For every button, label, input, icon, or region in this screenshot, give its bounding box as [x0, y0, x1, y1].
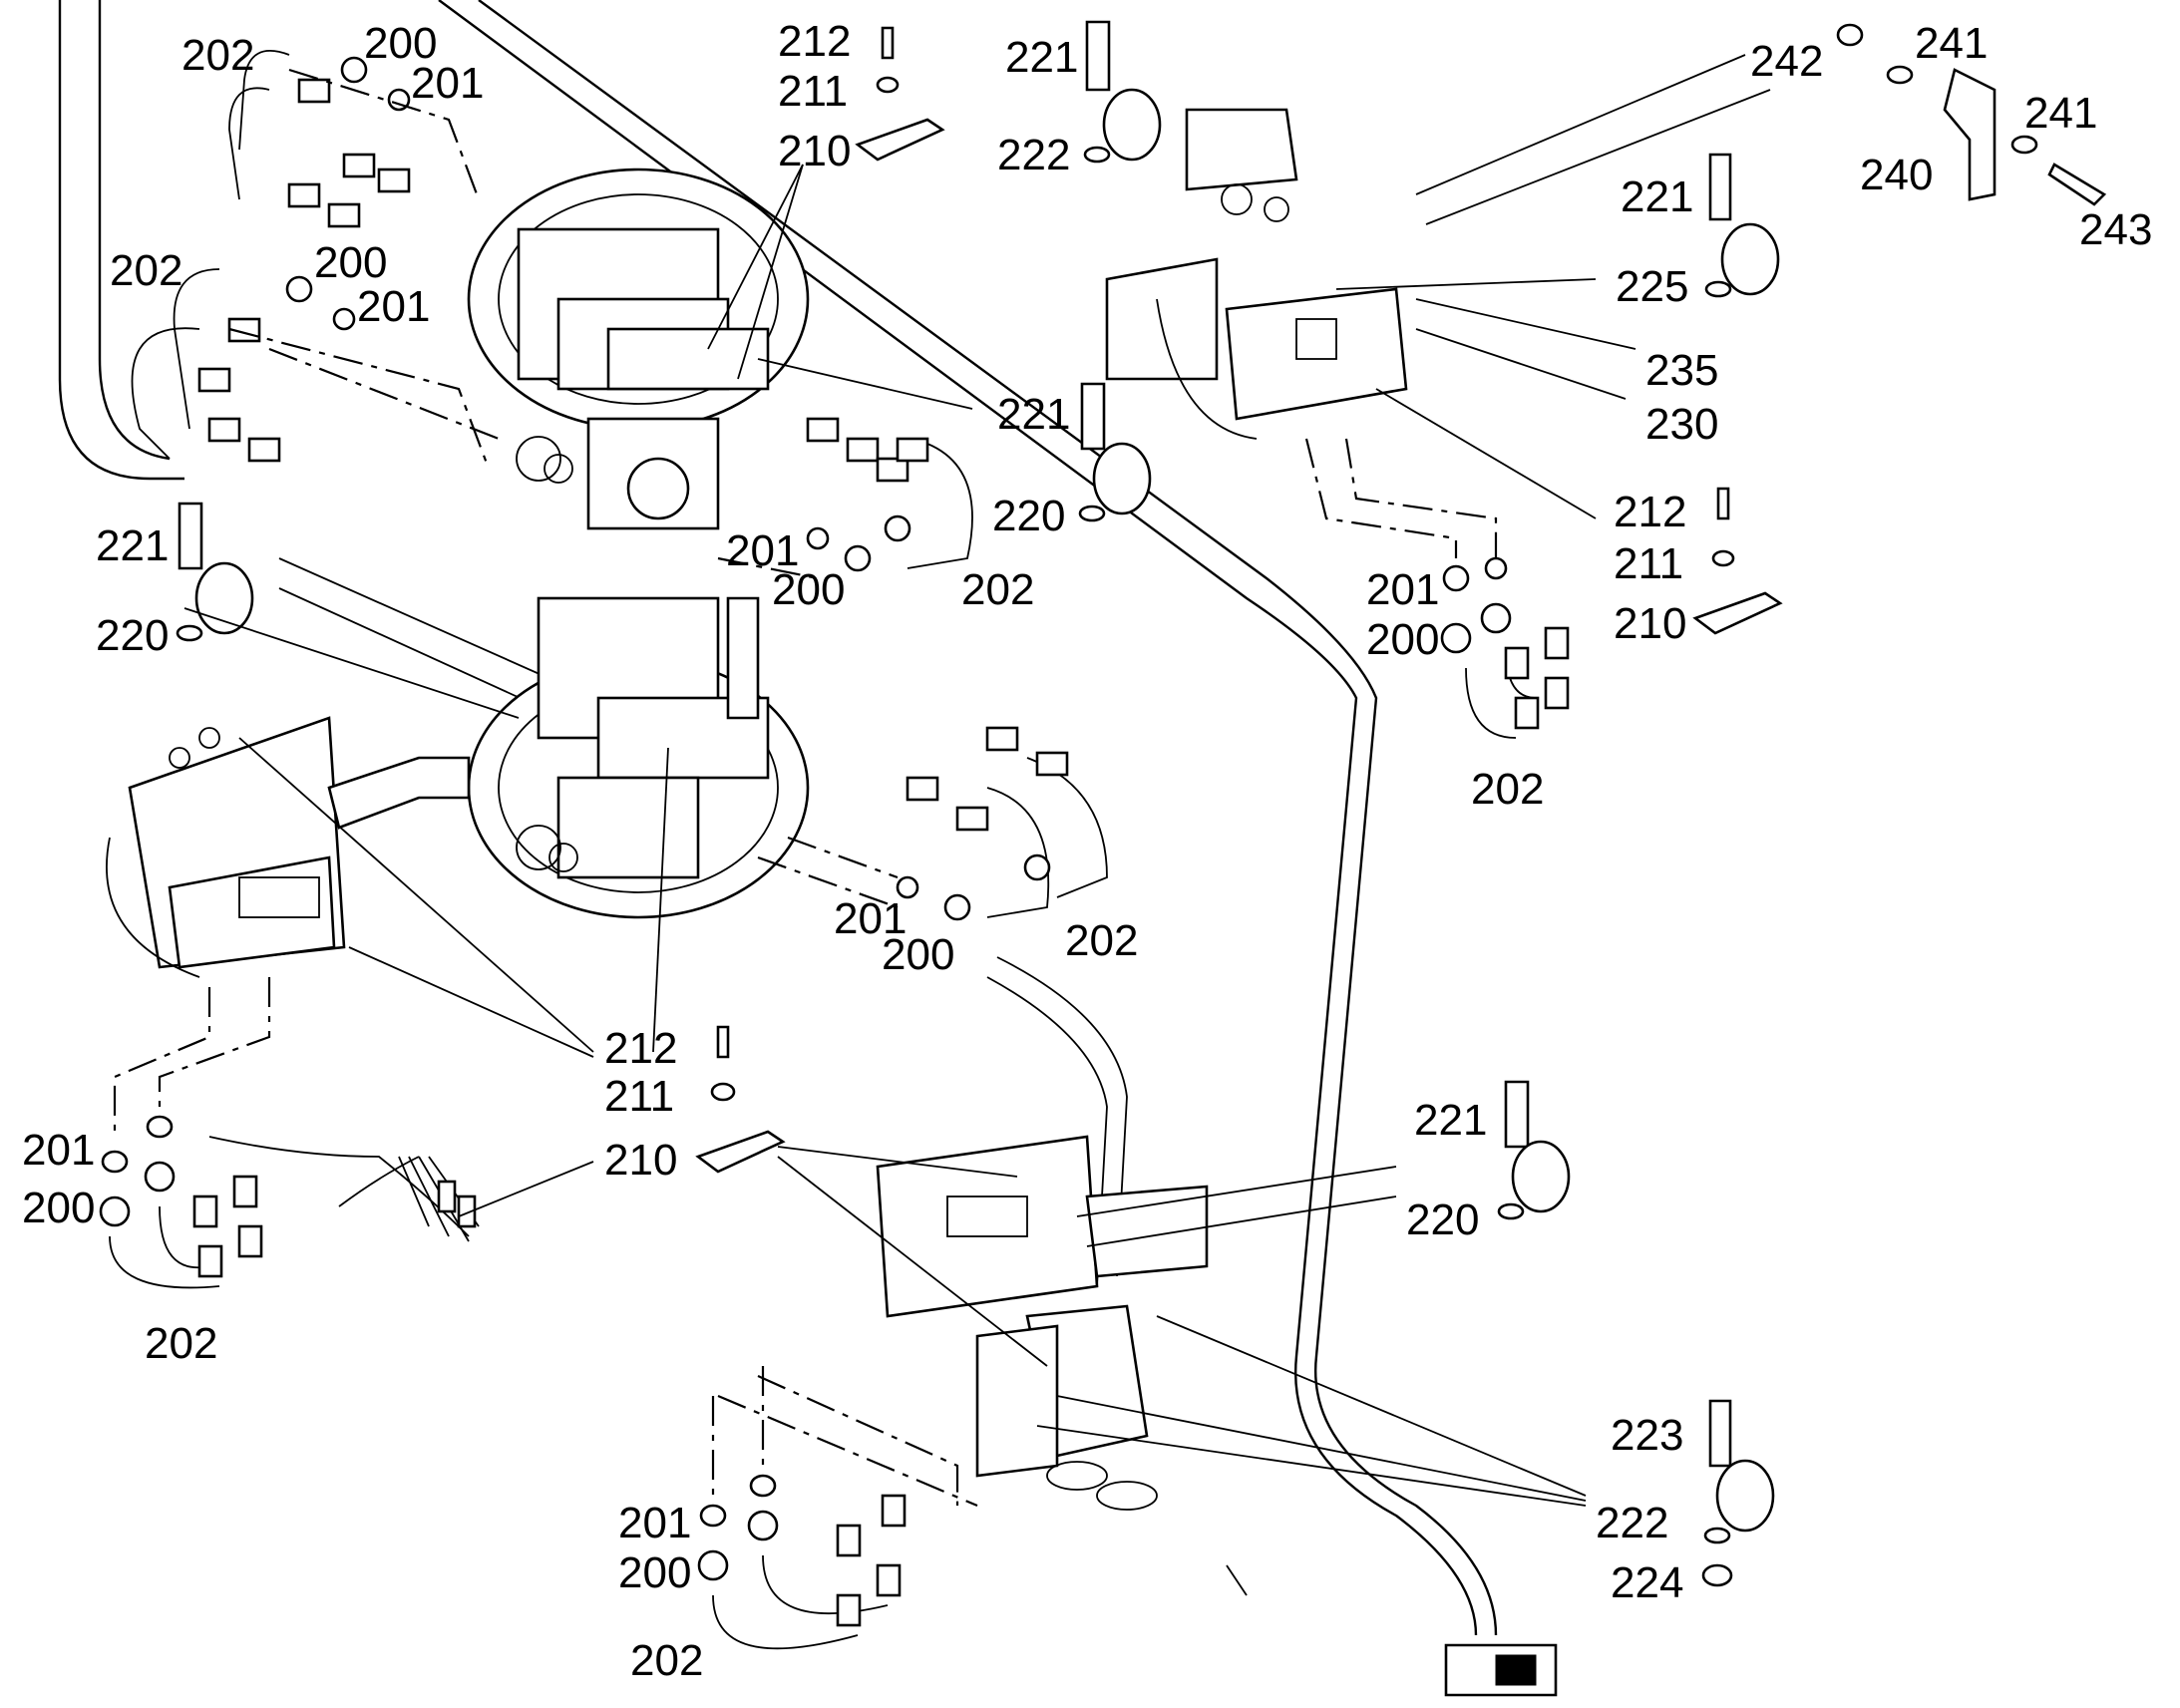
nut-icon: [1701, 1563, 1733, 1587]
washer-icon: [876, 76, 900, 94]
bolt-icon: [2047, 163, 2107, 206]
bolt-icon: [1085, 20, 1111, 92]
callout-label: 243: [2079, 205, 2152, 254]
bottom-connector-plug: [1444, 1643, 1558, 1697]
callout-label: 201: [357, 282, 430, 331]
callout-label: 202: [961, 565, 1034, 614]
main-cable-harness: [58, 0, 1498, 1636]
callout-label: 210: [604, 1136, 677, 1185]
cable-clip-icon: [695, 1130, 786, 1174]
valve-assembly-upper: [467, 168, 810, 530]
callout-label: 201: [834, 894, 907, 943]
cable-bundle-bottom-left: [398, 1156, 480, 1242]
callout-label: 220: [992, 492, 1065, 540]
callout-label: 200: [1366, 615, 1439, 664]
callout-label: 200: [882, 930, 954, 979]
callout-label: 210: [778, 127, 851, 175]
callout-label: 211: [778, 67, 848, 116]
callout-label: 222: [997, 131, 1070, 179]
connector-group-left: [131, 268, 356, 463]
callout-label: 241: [2024, 89, 2097, 138]
bolt-icon: [1504, 1080, 1530, 1149]
bolt-icon: [178, 502, 203, 570]
p-clamp-icon: [1703, 1459, 1775, 1544]
bolt-icon: [1708, 153, 1732, 221]
callout-label: 220: [1406, 1196, 1479, 1244]
callout-label: 202: [1471, 765, 1544, 814]
callout-label: 222: [1596, 1499, 1668, 1547]
callout-label: 221: [997, 390, 1070, 439]
screw-icon: [716, 1025, 730, 1059]
callout-label: 235: [1645, 346, 1718, 395]
valve-assembly-middle: [467, 596, 810, 919]
callout-label: 241: [1915, 19, 1988, 68]
callout-label: 201: [726, 526, 799, 575]
callout-label: 212: [1614, 488, 1686, 536]
callout-label: 220: [96, 611, 169, 660]
screw-icon: [881, 26, 895, 60]
callout-label: 224: [1611, 1558, 1683, 1607]
callout-label: 200: [314, 238, 387, 287]
washer-icon: [1886, 65, 1914, 85]
callout-label: 211: [1614, 539, 1683, 588]
cable-clip-icon: [1692, 591, 1783, 635]
callout-label: 212: [778, 17, 851, 66]
connector-group-right: [1440, 556, 1570, 739]
washer-icon: [710, 1082, 736, 1102]
callout-label: 230: [1645, 400, 1718, 449]
callout-label: 240: [1860, 151, 1933, 199]
callout-label: 200: [22, 1184, 95, 1232]
p-clamp-icon: [1497, 1140, 1571, 1220]
p-clamp-icon: [1083, 88, 1162, 164]
explode-guide-lines: [113, 68, 1498, 1508]
callout-label: 201: [411, 59, 484, 108]
callout-label: 202: [110, 246, 182, 295]
valve-assembly-upper-right: [1105, 108, 1408, 440]
callout-label: 200: [772, 565, 845, 614]
connector-group-right-middle: [896, 726, 1108, 921]
connector-group-right-upper: [806, 417, 973, 572]
p-clamp-icon: [1704, 222, 1780, 298]
connector-group-top-left: [228, 50, 411, 228]
p-clamp-icon: [1078, 442, 1152, 522]
leader-lines: [183, 54, 1771, 1507]
callout-label: 201: [22, 1126, 95, 1175]
bolt-icon: [1080, 382, 1106, 451]
callout-label: 225: [1616, 262, 1688, 311]
callout-label: 202: [145, 1319, 217, 1368]
callout-label: 221: [1005, 33, 1078, 82]
screw-icon: [1716, 487, 1730, 520]
mounting-bracket-left: [106, 716, 471, 978]
callout-label: 201: [1366, 565, 1439, 614]
callout-label: 212: [604, 1024, 677, 1073]
valve-assembly-lower: [876, 1135, 1248, 1596]
callout-label: 221: [96, 521, 169, 570]
callout-label: 210: [1614, 599, 1686, 648]
callout-label: 223: [1611, 1411, 1683, 1460]
washer-icon: [1711, 549, 1735, 567]
callout-labels: 202 200 201 202 200 201 212 211 210 221 …: [22, 17, 2152, 1685]
mounting-plate-icon: [1943, 68, 1997, 201]
nut-icon: [1836, 23, 1864, 47]
p-clamp-icon: [176, 561, 254, 642]
callout-label: 242: [1750, 37, 1823, 86]
callout-label: 200: [364, 19, 437, 68]
callout-label: 201: [618, 1499, 691, 1547]
connector-group-lower-left: [99, 1115, 263, 1289]
callout-label: 202: [182, 31, 254, 80]
washer-icon: [2010, 135, 2038, 155]
callout-label: 211: [604, 1072, 674, 1121]
cable-clip-icon: [855, 118, 945, 162]
bolt-icon: [1708, 1399, 1732, 1468]
callout-label: 202: [630, 1636, 703, 1685]
callout-label: 221: [1414, 1096, 1487, 1145]
callout-label: 221: [1621, 172, 1693, 221]
connector-group-bottom: [697, 1474, 907, 1650]
callout-label: 202: [1065, 916, 1138, 965]
callout-label: 200: [618, 1548, 691, 1597]
